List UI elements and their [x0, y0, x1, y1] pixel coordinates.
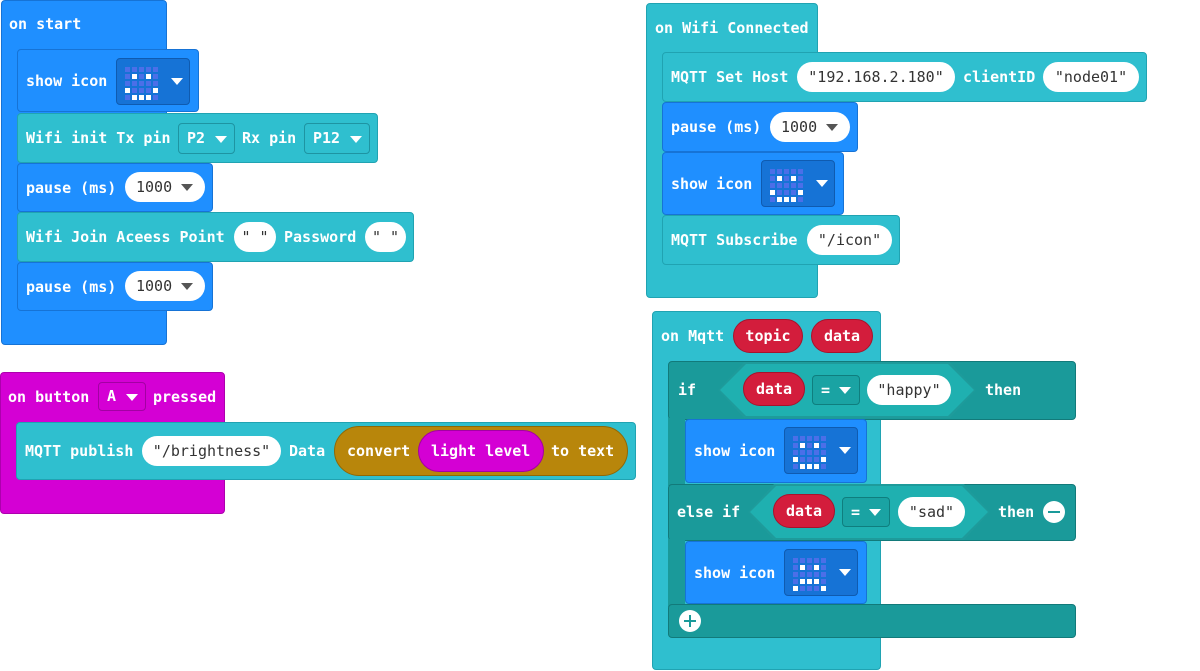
convert-label: convert: [347, 442, 411, 460]
client-id-input[interactable]: "node01": [1043, 62, 1139, 92]
pause-label: pause (ms): [26, 278, 117, 296]
then-label: then: [998, 503, 1035, 521]
data-variable[interactable]: data: [773, 494, 835, 528]
data-label: Data: [289, 442, 326, 460]
pause-duration-dropdown[interactable]: 1000: [770, 112, 850, 142]
else-if-label: else if: [677, 503, 741, 521]
chevron-down-icon: [181, 283, 193, 290]
on-start-label: on start: [9, 15, 82, 33]
icon-picker-dropdown[interactable]: [116, 58, 190, 105]
happy-face-icon: [793, 436, 826, 469]
password-label: Password: [284, 228, 357, 246]
rx-pin-value: P12: [313, 129, 341, 147]
to-text-label: to text: [551, 442, 615, 460]
icon-picker-dropdown[interactable]: [784, 549, 858, 596]
chevron-down-icon: [350, 136, 362, 143]
pause-duration-dropdown[interactable]: 1000: [125, 271, 205, 301]
data-variable[interactable]: data: [811, 319, 873, 353]
chevron-down-icon: [126, 394, 138, 401]
chevron-down-icon: [839, 569, 851, 576]
sad-face-icon: [793, 558, 826, 591]
rx-pin-dropdown[interactable]: P12: [304, 123, 370, 154]
on-wifi-connected-label: on Wifi Connected: [655, 19, 809, 37]
show-icon-label: show icon: [671, 175, 753, 193]
chevron-down-icon: [869, 509, 881, 516]
then-label: then: [985, 381, 1022, 399]
icon-picker-dropdown[interactable]: [761, 160, 835, 207]
show-icon-label: show icon: [694, 442, 776, 460]
happy-text-input[interactable]: "happy": [867, 375, 951, 405]
mqtt-set-host-label: MQTT Set Host: [671, 68, 789, 86]
access-point-input[interactable]: " ": [234, 222, 276, 252]
chevron-down-icon: [215, 136, 227, 143]
password-input[interactable]: " ": [365, 222, 406, 252]
light-level-label: light level: [431, 442, 531, 460]
host-input[interactable]: "192.168.2.180": [797, 62, 955, 92]
topic-variable[interactable]: topic: [733, 319, 803, 353]
chevron-down-icon: [839, 447, 851, 454]
subscribe-topic-input[interactable]: "/icon": [807, 225, 892, 255]
pause-duration-value: 1000: [136, 277, 173, 295]
if-label: if: [678, 381, 697, 399]
operator-dropdown[interactable]: =: [842, 497, 890, 527]
show-icon-label: show icon: [26, 72, 108, 90]
chevron-down-icon: [839, 387, 851, 394]
chevron-down-icon: [816, 180, 828, 187]
operator-value: =: [821, 381, 831, 399]
pause-duration-value: 1000: [136, 178, 173, 196]
pause-label: pause (ms): [671, 118, 762, 136]
button-select-value: A: [107, 387, 117, 405]
data-variable[interactable]: data: [743, 372, 805, 406]
client-id-label: clientID: [963, 68, 1036, 86]
remove-branch-icon[interactable]: [1043, 501, 1065, 523]
mqtt-publish-label: MQTT publish: [25, 442, 134, 460]
pressed-label: pressed: [153, 388, 217, 406]
publish-topic-input[interactable]: "/brightness": [142, 436, 281, 466]
tx-pin-dropdown[interactable]: P2: [178, 123, 235, 154]
happy-face-icon: [125, 67, 158, 100]
button-select-dropdown[interactable]: A: [98, 382, 146, 411]
light-level-block[interactable]: light level: [418, 430, 544, 472]
show-icon-label: show icon: [694, 564, 776, 582]
mqtt-subscribe-label: MQTT Subscribe: [671, 231, 798, 249]
tx-pin-value: P2: [187, 129, 206, 147]
on-mqtt-label: on Mqtt: [661, 327, 725, 345]
happy-face-icon: [770, 169, 803, 202]
add-branch-icon[interactable]: [679, 610, 701, 632]
operator-dropdown[interactable]: =: [812, 375, 860, 405]
chevron-down-icon: [171, 78, 183, 85]
sad-text-input[interactable]: "sad": [898, 497, 965, 527]
pause-duration-value: 1000: [781, 118, 818, 136]
pause-label: pause (ms): [26, 179, 117, 197]
wifi-join-label: Wifi Join Aceess Point: [26, 228, 225, 246]
pause-duration-dropdown[interactable]: 1000: [125, 172, 205, 202]
on-button-label: on button: [8, 388, 90, 406]
icon-picker-dropdown[interactable]: [784, 427, 858, 474]
chevron-down-icon: [181, 184, 193, 191]
operator-value: =: [851, 503, 861, 521]
chevron-down-icon: [826, 124, 838, 131]
wifi-init-label: Wifi init Tx pin: [26, 129, 171, 147]
rx-pin-label: Rx pin: [242, 129, 297, 147]
